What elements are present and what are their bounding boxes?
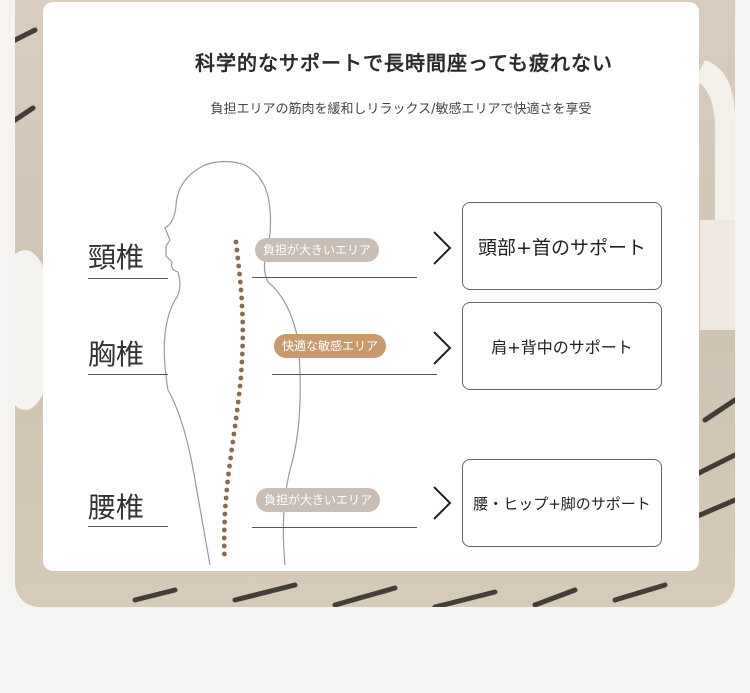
spine-dot [231, 431, 237, 437]
page-subtitle: 負担エリアの筋肉を緩和しリラックス/敏感エリアで快適さを享受 [210, 102, 592, 117]
zone-tag-cervical: 負担が大きいエリア [255, 238, 380, 262]
spine-dot [239, 295, 245, 301]
spine-dot [226, 471, 231, 477]
spine-dots [221, 239, 246, 557]
spine-dot [240, 343, 246, 349]
zone-label-cervical: 頸椎 [88, 241, 145, 274]
spine-dot [229, 447, 235, 453]
zone-label-thoracic: 胸椎 [88, 338, 145, 371]
spine-dot [232, 423, 238, 429]
spine-dot [240, 319, 246, 325]
spine-dot [227, 463, 232, 469]
body-outline-front [163, 160, 272, 566]
spine-dot [222, 519, 228, 525]
spine-dot [223, 503, 228, 509]
support-box-shoulder-back: 肩+背中のサポート [462, 302, 662, 390]
spine-dot [221, 543, 227, 549]
zone-tag-underline [252, 527, 417, 528]
spine-dot [237, 271, 242, 277]
spine-dot [237, 279, 243, 285]
chevron-right-icon [433, 331, 452, 365]
chevron-right-icon [433, 231, 452, 265]
spine-dot [235, 399, 241, 405]
spine-dot [240, 311, 245, 317]
spine-dot [234, 407, 240, 413]
spine-dot [225, 479, 231, 485]
spine-dot [235, 255, 241, 261]
spine-dot [239, 367, 244, 373]
spine-dot [240, 335, 246, 341]
spine-dot [236, 263, 242, 269]
spine-dot [224, 487, 230, 493]
spine-dot [238, 287, 244, 293]
zone-tag-underline [252, 277, 417, 278]
zone-label-underline [88, 278, 168, 279]
spine-dot [239, 303, 245, 309]
spine-dot [240, 327, 246, 333]
zone-tag-thoracic: 快適な敏感エリア [274, 334, 387, 358]
support-box-head-neck: 頭部+首のサポート [462, 202, 662, 290]
spine-dot [222, 551, 227, 557]
spine-dot [237, 383, 243, 389]
spine-dot [233, 239, 239, 245]
spine-dot [238, 375, 244, 381]
spine-dot [233, 415, 239, 421]
support-box-waist-hip-leg: 腰・ヒップ+脚のサポート [462, 459, 662, 547]
spine-dot [236, 391, 242, 397]
zone-tag-lumbar: 負担が大きいエリア [256, 488, 381, 512]
spine-dot [228, 455, 234, 461]
spine-dot [230, 439, 236, 445]
zone-label-lumbar: 腰椎 [88, 491, 145, 524]
zone-label-underline [88, 374, 168, 375]
spine-dot [239, 351, 245, 357]
page-title: 科学的なサポートで長時間座っても疲れない [195, 51, 613, 75]
chevron-right-icon [433, 486, 452, 520]
zone-label-underline [88, 526, 168, 527]
spine-dot [234, 247, 240, 253]
spine-dot [223, 495, 229, 501]
spine-dot [239, 359, 245, 365]
spine-dot [221, 535, 227, 541]
spine-dot [222, 511, 228, 517]
spine-dot [221, 527, 227, 533]
zone-tag-underline [272, 374, 437, 375]
body-outline-back [267, 281, 301, 566]
